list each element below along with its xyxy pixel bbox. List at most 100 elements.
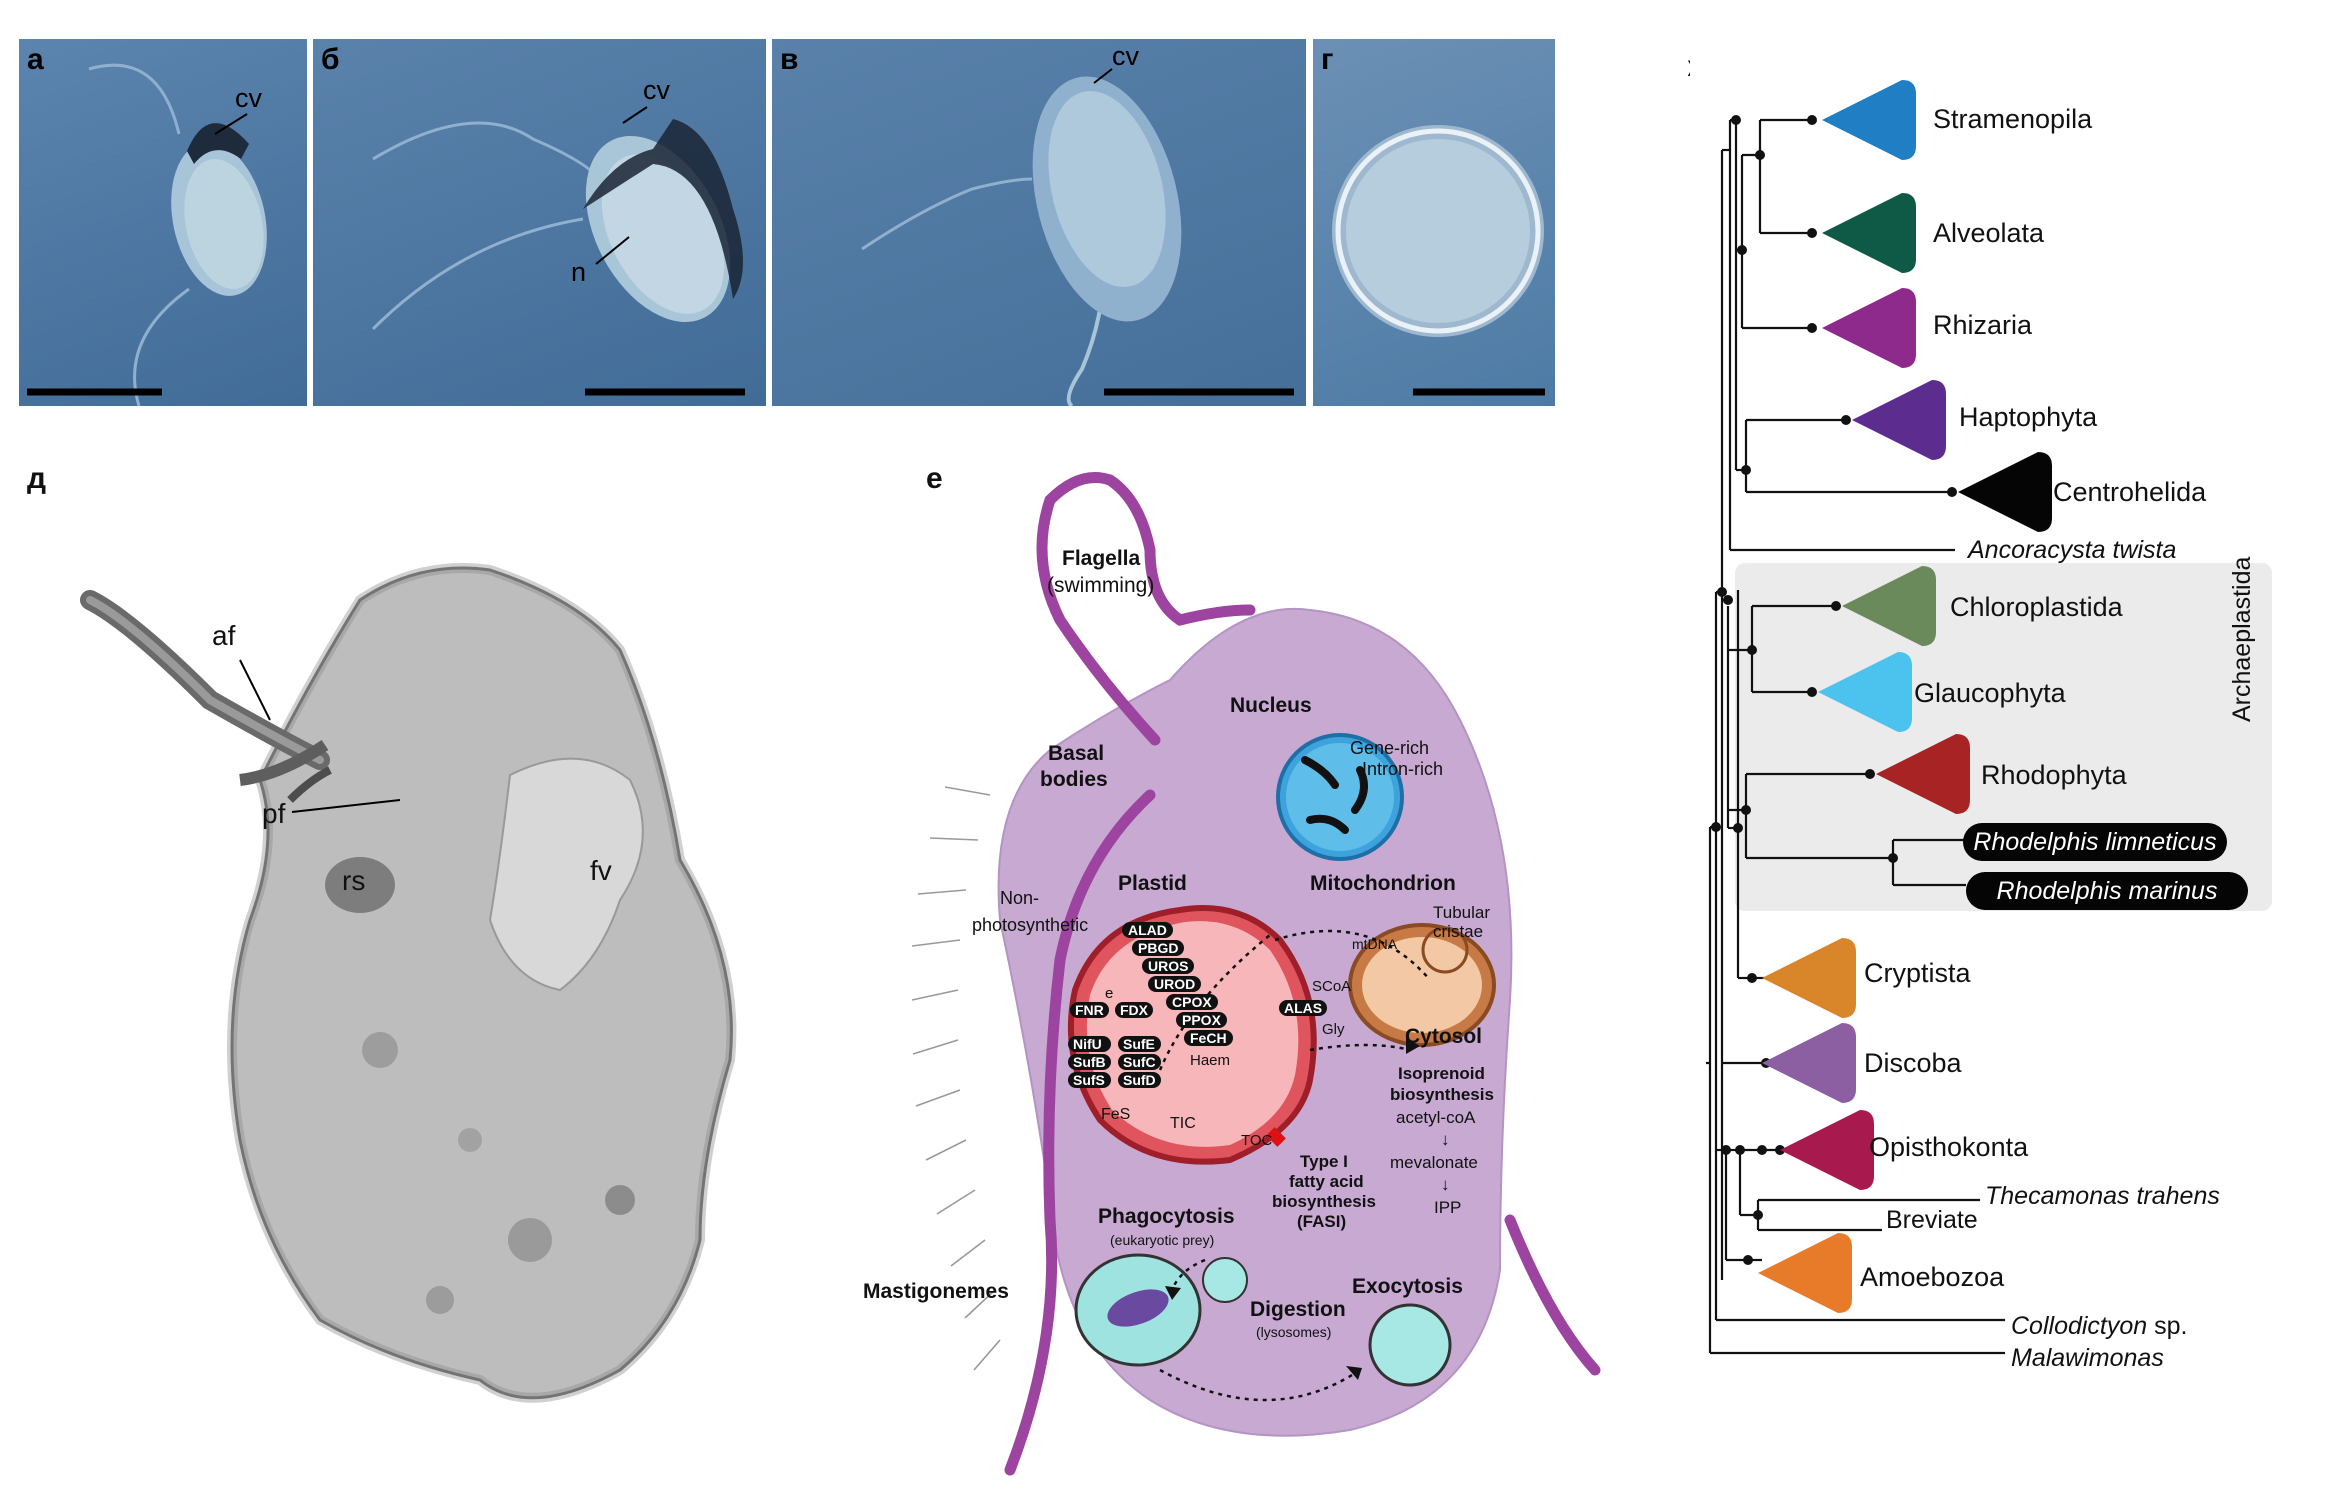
- fasi-label-3: biosynthesis: [1272, 1192, 1376, 1211]
- scoa-label: SCoA: [1312, 978, 1352, 995]
- node-support-dot: [1735, 1145, 1745, 1155]
- collodictyon-suffix: sp.: [2147, 1312, 2188, 1340]
- digestion-sublabel: (lysosomes): [1256, 1324, 1332, 1340]
- flagella-sublabel: (swimming): [1047, 574, 1155, 597]
- isoprenoid-label-1: Isoprenoid: [1398, 1064, 1485, 1083]
- clade-label-rhizaria: Rhizaria: [1933, 310, 2033, 340]
- panel-label-g: г: [1321, 43, 1334, 76]
- suf-pill: SufB: [1068, 1054, 1111, 1070]
- enzyme-pill: UROS: [1142, 958, 1195, 974]
- node-support-dot: [1741, 465, 1751, 475]
- annotation-line-v: [1093, 68, 1113, 84]
- mastigonemes-label: Mastigonemes: [863, 1280, 1009, 1303]
- annotation-cv: cv: [1112, 41, 1139, 71]
- node-support-dot: [1753, 1210, 1763, 1220]
- nonphotosynthetic-label-2: photosynthetic: [972, 915, 1089, 935]
- node-support-dot: [1737, 245, 1747, 255]
- cytosol-label: Cytosol: [1405, 1025, 1483, 1048]
- suf-pill: SufD: [1118, 1072, 1161, 1088]
- annotation-lines-b: [595, 106, 648, 265]
- tubular-cristae-label-1: Tubular: [1433, 903, 1491, 922]
- clade-triangle-opisthokonta: [1780, 1110, 1874, 1190]
- tem-micrograph: [80, 563, 737, 1403]
- node-support-dot: [1731, 115, 1741, 125]
- annotation-rs: rs: [342, 865, 366, 896]
- micrograph-v-art: [861, 76, 1294, 406]
- node-support-dot: [1865, 769, 1875, 779]
- micrograph-g: г: [1313, 39, 1555, 406]
- mtdna-label: mtDNA: [1352, 936, 1398, 952]
- isoprenoid-label-2: biosynthesis: [1390, 1085, 1494, 1104]
- alas-pill: ALAS: [1279, 1000, 1328, 1016]
- phagocytosis-label: Phagocytosis: [1098, 1205, 1235, 1228]
- node-support-dot: [1841, 415, 1851, 425]
- haem-label: Haem: [1190, 1052, 1231, 1069]
- arrow-down-1: ↓: [1441, 1130, 1450, 1149]
- gene-rich-label: Gene-rich: [1350, 738, 1430, 758]
- cell-diagram: [911, 472, 1601, 1476]
- micrograph-g-art: [1332, 125, 1545, 396]
- micrograph-b-art: [371, 119, 745, 396]
- node-support-dot: [1747, 645, 1757, 655]
- annotation-af: af: [212, 620, 236, 651]
- fdx-pill: FDX: [1115, 1002, 1153, 1018]
- node-support-dot: [1807, 115, 1817, 125]
- leaf-pill-rhodelphis-limneticus: Rhodelphis limneticus: [1963, 823, 2227, 861]
- digestion-label: Digestion: [1250, 1298, 1346, 1321]
- annotation-fv: fv: [590, 855, 612, 886]
- annotation-pf: pf: [262, 798, 286, 829]
- clade-label-chloroplastida: Chloroplastida: [1950, 592, 2123, 622]
- leaf-label-breviate: Breviate: [1886, 1206, 1978, 1234]
- clade-label-alveolata: Alveolata: [1933, 218, 2045, 248]
- clade-triangle-alveolata: [1822, 193, 1916, 273]
- micrograph-b: б cv n: [313, 39, 766, 406]
- fnr-pill: FNR: [1070, 1002, 1109, 1018]
- clade-triangle-rhodophyta: [1876, 734, 1970, 814]
- enzyme-pill: FeCH: [1184, 1030, 1233, 1046]
- node-support-dot: [1747, 973, 1757, 983]
- enzyme-pill: PPOX: [1176, 1012, 1227, 1028]
- node-support-dot: [1723, 595, 1733, 605]
- acetyl-coa-label: acetyl-coA: [1396, 1108, 1476, 1127]
- enzyme-pill: ALAD: [1122, 922, 1173, 938]
- gly-label: Gly: [1322, 1021, 1345, 1038]
- mitochondrion-label: Mitochondrion: [1310, 872, 1456, 895]
- clade-label-amoebozoa: Amoebozoa: [1860, 1262, 2005, 1292]
- electron-label: e: [1105, 985, 1114, 1002]
- arrow-down-2: ↓: [1441, 1175, 1450, 1194]
- micrograph-v: в cv: [772, 39, 1306, 406]
- clade-label-haptophyta: Haptophyta: [1959, 402, 2098, 432]
- panel-label-d: д: [27, 462, 47, 495]
- clade-triangle-discoba: [1762, 1023, 1856, 1103]
- clade-label-opisthokonta: Opisthokonta: [1869, 1132, 2029, 1162]
- fasi-label-4: (FASI): [1297, 1212, 1347, 1231]
- node-support-dot: [1807, 323, 1817, 333]
- collodictyon-italic: Collodictyon: [2011, 1312, 2148, 1340]
- tem-annotation-lines: [239, 659, 401, 813]
- basal-bodies-label-2: bodies: [1040, 768, 1108, 791]
- suf-pill: SufC: [1118, 1054, 1161, 1070]
- enzyme-pill: UROD: [1148, 976, 1202, 992]
- clade-triangle-chloroplastida: [1842, 566, 1936, 646]
- panel-label-b: б: [321, 43, 340, 76]
- node-support-dot: [1717, 587, 1727, 597]
- fasi-label-1: Type I: [1300, 1152, 1348, 1171]
- clade-triangle-stramenopila: [1822, 80, 1916, 160]
- nucleus-label: Nucleus: [1230, 694, 1312, 717]
- clade-triangle-rhizaria: [1822, 288, 1916, 368]
- group-label-archaeplastida: Archaeplastida: [2228, 556, 2256, 722]
- clade-triangle-centrohelida: [1958, 452, 2052, 532]
- clade-label-centrohelida: Centrohelida: [2053, 477, 2207, 507]
- panel-label-e: е: [926, 462, 943, 495]
- leaf-pill-rhodelphis-marinus: Rhodelphis marinus: [1966, 872, 2248, 910]
- mevalonate-label: mevalonate: [1390, 1153, 1478, 1172]
- leaf-label-ancoracysta: Ancoracysta twista: [1968, 536, 2177, 564]
- clade-triangle-haptophyta: [1852, 380, 1946, 460]
- panel-label-a: а: [27, 43, 44, 76]
- tic-label: TIC: [1170, 1115, 1196, 1132]
- nonphotosynthetic-label-1: Non-: [1000, 888, 1040, 908]
- node-support-dot: [1888, 853, 1898, 863]
- ipp-label: IPP: [1434, 1198, 1462, 1217]
- annotation-n: n: [571, 257, 587, 287]
- leaf-label-malawimonas: Malawimonas: [2011, 1344, 2164, 1372]
